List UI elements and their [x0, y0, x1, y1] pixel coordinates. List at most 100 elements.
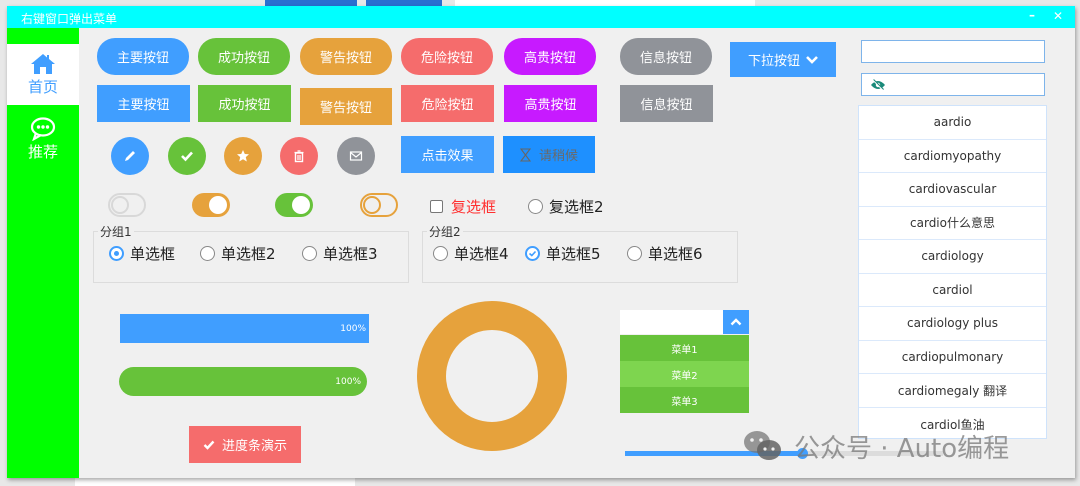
combo-menu-item-2[interactable]: 菜单2 — [620, 361, 749, 387]
radio-option[interactable]: 单选框 — [109, 243, 175, 264]
trash-icon — [294, 150, 304, 163]
info-button[interactable]: 信息按钮 — [620, 85, 713, 122]
list-item[interactable]: cardiology — [859, 240, 1046, 274]
group-title: 分组1 — [98, 223, 134, 240]
password-input[interactable] — [861, 73, 1045, 96]
minimize-button[interactable]: – — [1029, 8, 1035, 22]
click-effect-button[interactable]: 点击效果 — [401, 136, 494, 173]
checkbox-label: 复选框 — [451, 198, 497, 216]
radio-option[interactable]: 单选框6 — [627, 243, 703, 264]
progress-demo-button[interactable]: 进度条演示 — [189, 426, 301, 463]
toggle-knob — [363, 196, 381, 214]
radio-button — [302, 246, 317, 261]
radio-group-1: 分组1 单选框 单选框2 单选框3 — [93, 223, 409, 283]
list-item[interactable]: cardiopulmonary — [859, 341, 1046, 374]
loading-button-label: 请稍候 — [538, 149, 578, 164]
watermark-text: 公众号 · Auto编程 — [794, 433, 1010, 464]
hourglass-icon — [519, 147, 531, 162]
combo-menu-item-3[interactable]: 菜单3 — [620, 387, 749, 413]
radio-option[interactable]: 单选框3 — [302, 243, 378, 264]
star-icon — [237, 150, 249, 162]
slider-handle[interactable] — [797, 448, 808, 459]
list-item[interactable]: cardiomyopathy — [859, 140, 1046, 173]
progress-bar-round: 100% — [119, 367, 367, 396]
warning-button[interactable]: 警告按钮 — [300, 88, 392, 125]
danger-round-button[interactable]: 危险按钮 — [401, 38, 493, 75]
radio-label: 单选框5 — [546, 245, 601, 263]
royal-button[interactable]: 高贵按钮 — [504, 85, 597, 122]
chevron-up-icon — [730, 318, 742, 326]
title-bar[interactable]: 右键窗口弹出菜单 – ✕ — [7, 6, 1075, 28]
eye-slash-icon[interactable] — [870, 78, 886, 91]
list-item[interactable]: cardio什么意思 — [859, 207, 1046, 240]
window-title: 右键窗口弹出菜单 — [21, 12, 118, 26]
wechat-icon — [744, 431, 781, 460]
toggle-knob — [292, 196, 310, 214]
radio-label: 单选框6 — [648, 245, 703, 263]
radio-button — [627, 246, 642, 261]
toggle-switch-4[interactable] — [360, 193, 398, 217]
text-input[interactable] — [861, 40, 1045, 63]
sidebar-item-label: 首页 — [27, 78, 58, 96]
check-circle-button[interactable] — [168, 137, 206, 175]
combo-menu-item-1[interactable]: 菜单1 — [620, 335, 749, 361]
success-round-button[interactable]: 成功按钮 — [198, 38, 290, 75]
sidebar-item-recommend[interactable]: 推荐 — [7, 109, 79, 170]
sidebar-item-home[interactable]: 首页 — [7, 44, 79, 105]
sidebar: 首页 推荐 — [7, 28, 79, 478]
chevron-down-icon — [806, 55, 818, 64]
combo-input[interactable] — [620, 310, 723, 334]
dropdown-button[interactable]: 下拉按钮 — [730, 42, 836, 77]
background-window-fragment — [265, 0, 357, 6]
toggle-knob — [209, 196, 227, 214]
loading-button[interactable]: 请稍候 — [503, 136, 595, 173]
list-item[interactable]: cardiol鱼油 — [920, 417, 985, 432]
list-item[interactable]: cardiomegaly 翻译 — [859, 374, 1046, 408]
progress-demo-label: 进度条演示 — [221, 439, 287, 454]
list-item[interactable]: cardiovascular — [859, 173, 1046, 207]
home-icon — [31, 54, 55, 74]
toggle-switch-1[interactable] — [108, 193, 146, 217]
radio-button — [433, 246, 448, 261]
info-round-button[interactable]: 信息按钮 — [620, 38, 712, 75]
checkbox-1[interactable]: 复选框 — [430, 196, 496, 217]
warning-round-button[interactable]: 警告按钮 — [300, 38, 392, 75]
radio-option[interactable]: 单选框4 — [433, 243, 509, 264]
success-button[interactable]: 成功按钮 — [198, 85, 291, 122]
radio-button — [200, 246, 215, 261]
radio-group-2: 分组2 单选框4 单选框5 单选框6 — [422, 223, 738, 283]
danger-button[interactable]: 危险按钮 — [401, 85, 494, 122]
star-circle-button[interactable] — [224, 137, 262, 175]
royal-round-button[interactable]: 高贵按钮 — [504, 38, 596, 75]
edit-circle-button[interactable] — [111, 137, 149, 175]
background-window-fragment — [366, 0, 442, 6]
close-button[interactable]: ✕ — [1052, 9, 1063, 23]
checkbox-2[interactable]: 复选框2 — [528, 196, 604, 217]
watermark: 公众号 · Auto编程 — [742, 426, 1009, 466]
list-item[interactable]: aardio — [859, 106, 1046, 140]
progress-bar-square: 100% — [120, 314, 369, 343]
combo-box: 菜单1 菜单2 菜单3 — [620, 310, 749, 418]
background-window-fragment — [455, 0, 755, 6]
pencil-icon — [125, 151, 135, 161]
suggestion-list: aardio cardiomyopathy cardiovascular car… — [858, 105, 1047, 439]
background-window-fragment — [75, 478, 355, 486]
combo-toggle-button[interactable] — [723, 310, 749, 334]
list-item[interactable]: cardiology plus — [859, 307, 1046, 341]
list-item[interactable]: cardiol — [859, 274, 1046, 307]
group-title: 分组2 — [427, 223, 463, 240]
radio-option[interactable]: 单选框2 — [200, 243, 276, 264]
toggle-switch-2[interactable] — [192, 193, 230, 217]
progress-ring — [417, 301, 567, 451]
primary-round-button[interactable]: 主要按钮 — [97, 38, 189, 75]
mail-icon — [349, 151, 363, 161]
mail-circle-button[interactable] — [337, 137, 375, 175]
delete-circle-button[interactable] — [280, 137, 318, 175]
check-icon — [181, 151, 193, 162]
radio-label: 单选框 — [130, 245, 176, 263]
radio-option[interactable]: 单选框5 — [525, 243, 601, 264]
radio-label: 单选框3 — [323, 245, 378, 263]
toggle-switch-3[interactable] — [275, 193, 313, 217]
radio-button-selected — [109, 246, 124, 261]
primary-button[interactable]: 主要按钮 — [97, 85, 190, 122]
